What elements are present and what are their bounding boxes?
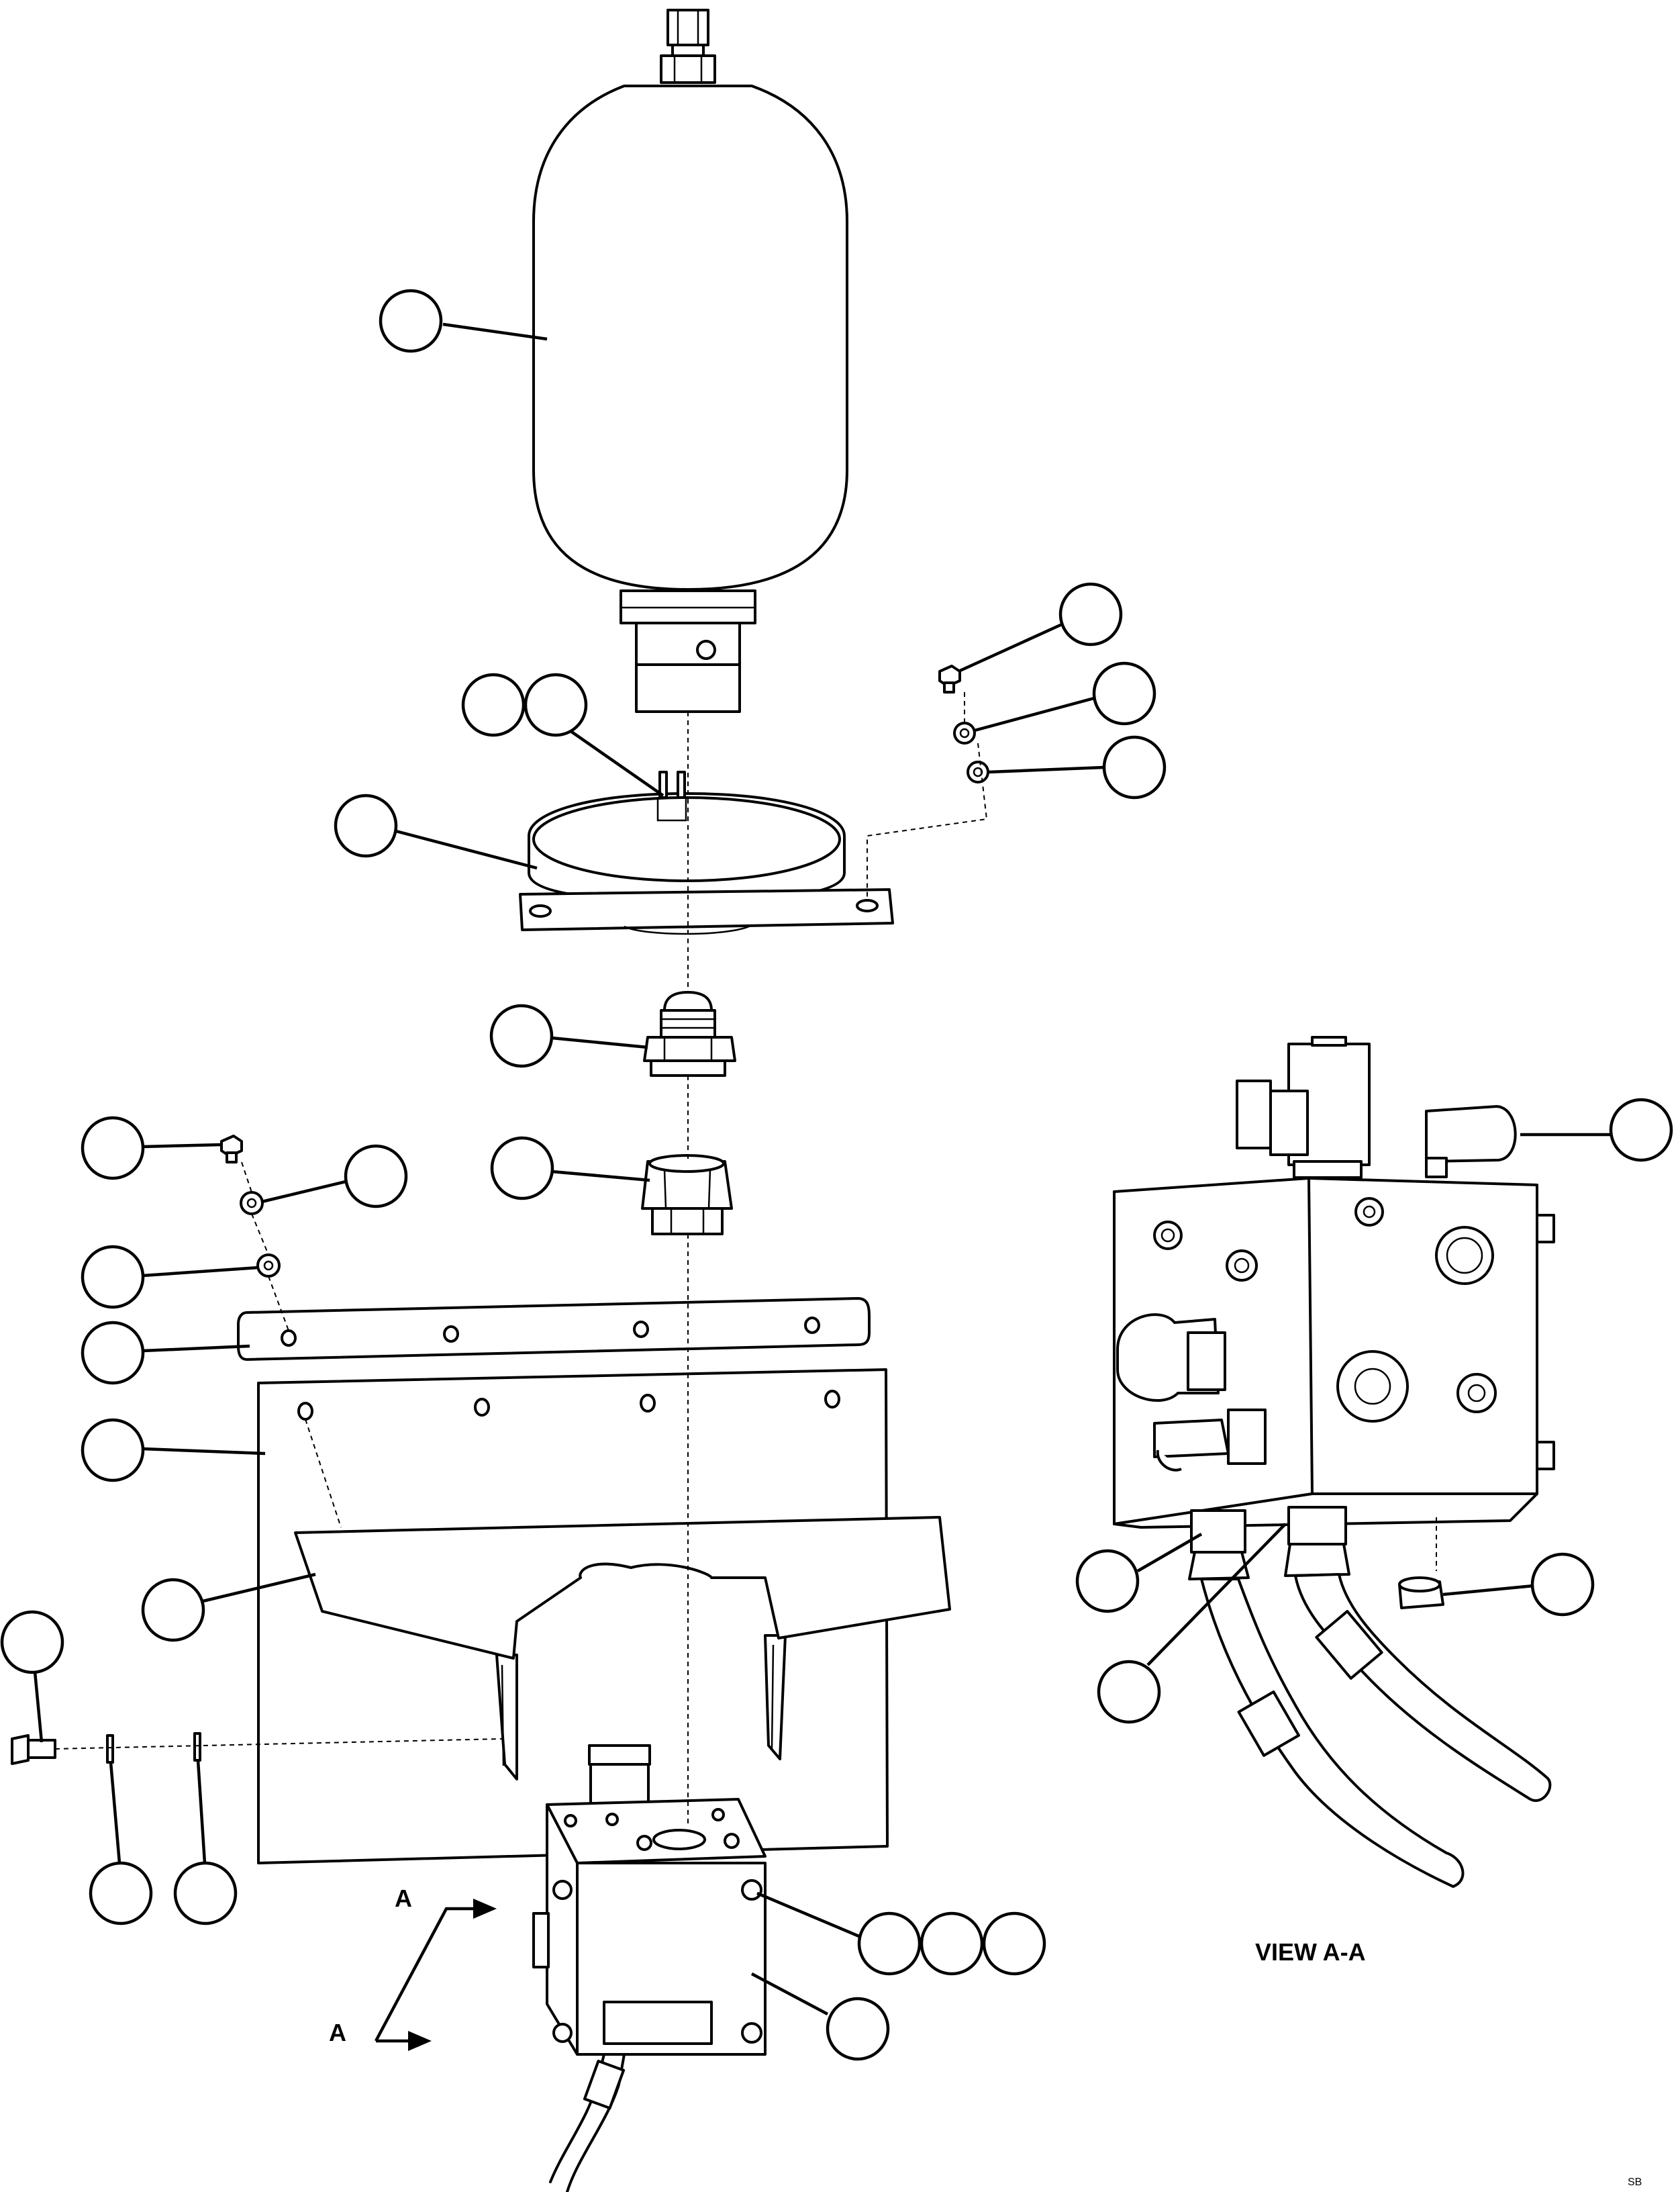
callout-clamp-tab-b: [524, 673, 664, 797]
side-hardware: [11, 1732, 201, 1765]
nut-fitting: [641, 1154, 733, 1235]
view-caption: VIEW A-A: [1255, 1938, 1366, 1966]
callout-bolt-left: [81, 1116, 222, 1180]
section-arrows: A A VIEW A-A SB: [329, 1885, 1642, 2188]
dashed-guides: [54, 692, 1437, 1826]
callout-view-coil: [1520, 1098, 1673, 1162]
callout-washer-right-a: [974, 661, 1156, 732]
callout-clamp: [334, 794, 538, 870]
callout-washer-right-b: [987, 735, 1167, 800]
callout-view-fitting-left: [1075, 1533, 1203, 1613]
shield: [294, 1516, 951, 1780]
callout-valve-block: [750, 1972, 890, 2061]
valve-block: [532, 1744, 767, 2192]
callout-view-plug: [1442, 1552, 1595, 1617]
callout-bolt-right: [958, 582, 1123, 673]
callout-view-hose: [1097, 1523, 1287, 1724]
callout-washer-left-b: [81, 1245, 259, 1309]
callout-adapter: [489, 1004, 648, 1068]
mounting-plate: [257, 1368, 889, 1864]
section-label-lower: A: [329, 2019, 346, 2046]
callout-valve-plug-b: [920, 1911, 984, 1976]
plate-hardware-left: [220, 1135, 281, 1278]
callout-strip: [81, 1321, 250, 1385]
callouts: [0, 289, 1673, 2061]
mounting-strip: [237, 1297, 871, 1361]
callout-clamp-tab-a: [461, 673, 526, 737]
corner-mark: SB: [1628, 2177, 1642, 2188]
section-label-upper: A: [395, 1885, 412, 1912]
callout-side-bolt: [0, 1610, 64, 1743]
callout-accumulator: [379, 289, 548, 353]
callout-shield: [141, 1572, 316, 1642]
clamp-band: [519, 771, 894, 935]
callout-valve-plug-a: [756, 1891, 922, 1976]
adapter-fitting: [643, 991, 736, 1077]
callout-valve-plug-c: [982, 1911, 1046, 1976]
callout-plate: [81, 1418, 266, 1482]
view-a-a: [1113, 1036, 1555, 1888]
callout-nut: [490, 1136, 650, 1200]
callout-side-washer-a: [89, 1762, 153, 1925]
accumulator: [532, 9, 848, 713]
callout-washer-left-a: [261, 1144, 408, 1208]
callout-side-washer-b: [173, 1760, 238, 1925]
